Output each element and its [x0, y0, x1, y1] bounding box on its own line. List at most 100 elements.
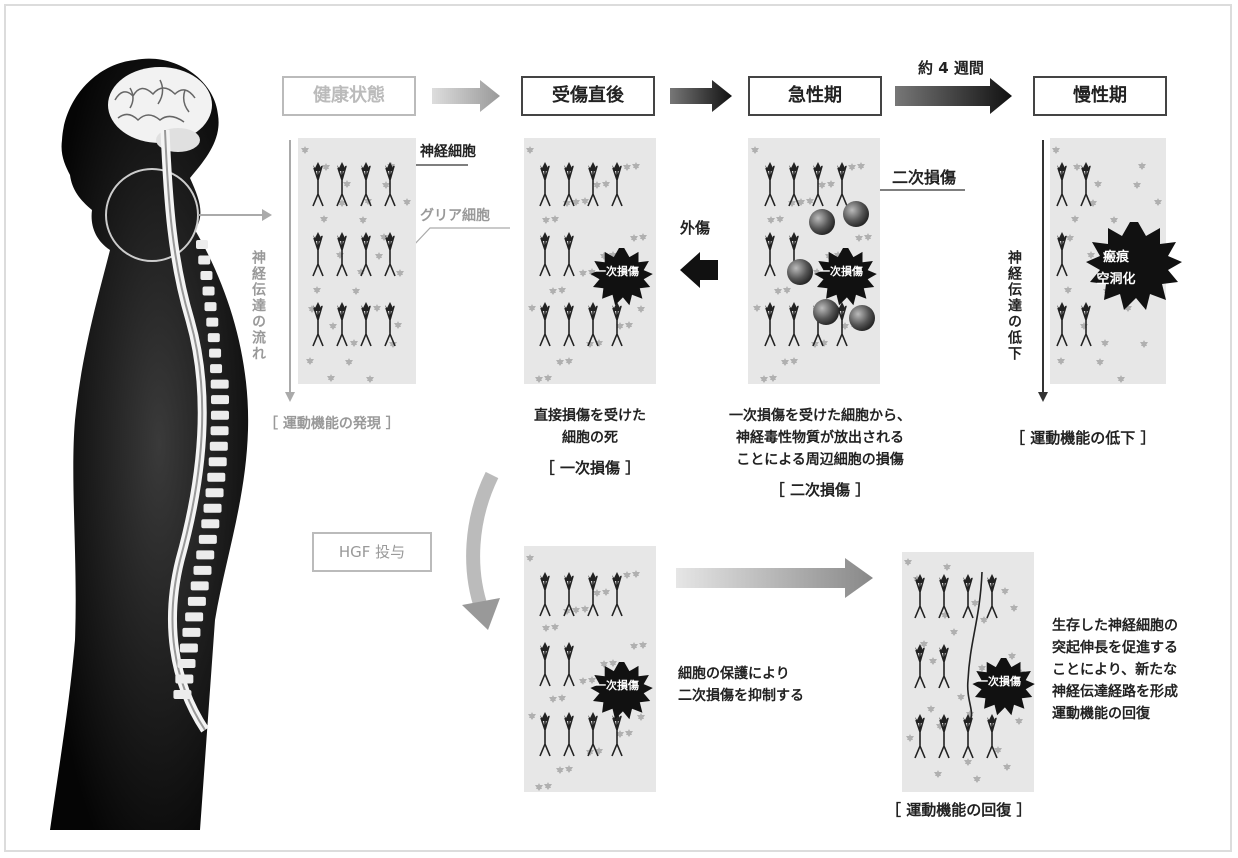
glia-cell [526, 146, 534, 154]
vertebra [173, 690, 192, 699]
vertebra [210, 410, 229, 420]
glia-cell [769, 374, 777, 382]
neuron [836, 161, 848, 207]
glia-cell [327, 374, 335, 382]
vertebra [203, 503, 222, 513]
neuron [962, 573, 974, 619]
glia-cell [637, 305, 645, 313]
neuron [563, 641, 575, 687]
glia-cell [1140, 340, 1148, 348]
glia-cell [1066, 234, 1074, 242]
glia-cell [593, 589, 601, 597]
vertebra [177, 658, 196, 668]
label-glia-cell: グリア細胞 [420, 208, 490, 224]
glia-cell [602, 588, 610, 596]
caption-protect-2: 二次損傷を抑制する [678, 688, 804, 704]
vertebra [205, 488, 224, 498]
caption-recovery-4: 神経伝達経路を形成 [1052, 684, 1178, 700]
vertebra [209, 348, 222, 358]
glia-cell [1073, 163, 1081, 171]
glia-cell [767, 216, 775, 224]
stage-chronic: 慢性期 [1033, 76, 1167, 116]
glia-cell [971, 599, 979, 607]
glia-cell [1015, 717, 1023, 725]
toxic-cell [849, 305, 875, 331]
glia-cell [549, 695, 557, 703]
glia-cell [535, 783, 543, 791]
neuron [539, 571, 551, 617]
glia-cell [751, 146, 759, 154]
neuron [914, 573, 926, 619]
vertebra [175, 674, 194, 684]
neuron [1056, 231, 1068, 277]
caption-protect-1: 細胞の保護により [678, 666, 790, 682]
neuron [986, 573, 998, 619]
caption-recovery-5: 運動機能の回復 [1052, 706, 1150, 722]
glia-cell [790, 357, 798, 365]
hgf-box: HGF 投与 [312, 532, 432, 572]
vertebra [198, 534, 217, 544]
glia-cell [1071, 215, 1079, 223]
glia-cell [1057, 357, 1065, 365]
glia-cell [864, 233, 872, 241]
neuron [938, 573, 950, 619]
vertebra [196, 550, 215, 560]
neuron [384, 231, 396, 277]
glia-cell [776, 215, 784, 223]
glia-cell [352, 287, 360, 295]
neuron [312, 231, 324, 277]
glia-cell [565, 765, 573, 773]
arrow-healthy-to-injury [432, 80, 500, 112]
glia-cell [558, 286, 566, 294]
glia-cell [623, 571, 631, 579]
neuron [587, 301, 599, 347]
neuron [312, 301, 324, 347]
vertebra [196, 240, 208, 249]
interval-label: 約 4 週間 [918, 59, 984, 77]
glia-cell [556, 766, 564, 774]
glia-cell [827, 180, 835, 188]
stage-healthy-label: 健康状態 [313, 85, 385, 106]
caption-recovery-bracket: ［ 運動機能の回復 ］ [886, 801, 1032, 819]
glia-cell [1001, 587, 1009, 595]
neuron [938, 713, 950, 759]
glia-cell [848, 163, 856, 171]
neuron [539, 711, 551, 757]
vertebra [210, 379, 229, 389]
scar-label-1: 瘢痕 [1102, 250, 1129, 265]
caption-primary-1: 直接損傷を受けた [534, 408, 646, 424]
glia-cell [1008, 652, 1016, 660]
glia-cell [403, 198, 411, 206]
neuron [563, 161, 575, 207]
glia-cell [549, 287, 557, 295]
arrow-injury-to-acute [670, 80, 732, 112]
glia-cell [1154, 198, 1162, 206]
figure-frame [4, 4, 1232, 852]
neuron [539, 161, 551, 207]
neuron [764, 231, 776, 277]
neuron [611, 161, 623, 207]
glia-cell [929, 657, 937, 665]
glia-cell [301, 146, 309, 154]
glia-cell [927, 705, 935, 713]
glia-cell [630, 234, 638, 242]
neuron [539, 231, 551, 277]
glia-cell [551, 623, 559, 631]
vertebra [208, 457, 227, 467]
glia-cell [818, 181, 826, 189]
glia-cell [382, 181, 390, 189]
glia-cell [1133, 181, 1141, 189]
caption-primary-2: 細胞の死 [562, 430, 618, 446]
vertebra [187, 596, 206, 606]
caption-primary-bracket: ［ 一次損傷 ］ [539, 459, 641, 477]
glia-cell [306, 357, 314, 365]
glia-cell [781, 358, 789, 366]
glia-cell [593, 181, 601, 189]
glia-cell [375, 252, 383, 260]
glia-cell [565, 357, 573, 365]
glia-cell [753, 304, 761, 312]
vertebra [182, 627, 201, 637]
glia-cell [320, 215, 328, 223]
glia-cell [542, 216, 550, 224]
